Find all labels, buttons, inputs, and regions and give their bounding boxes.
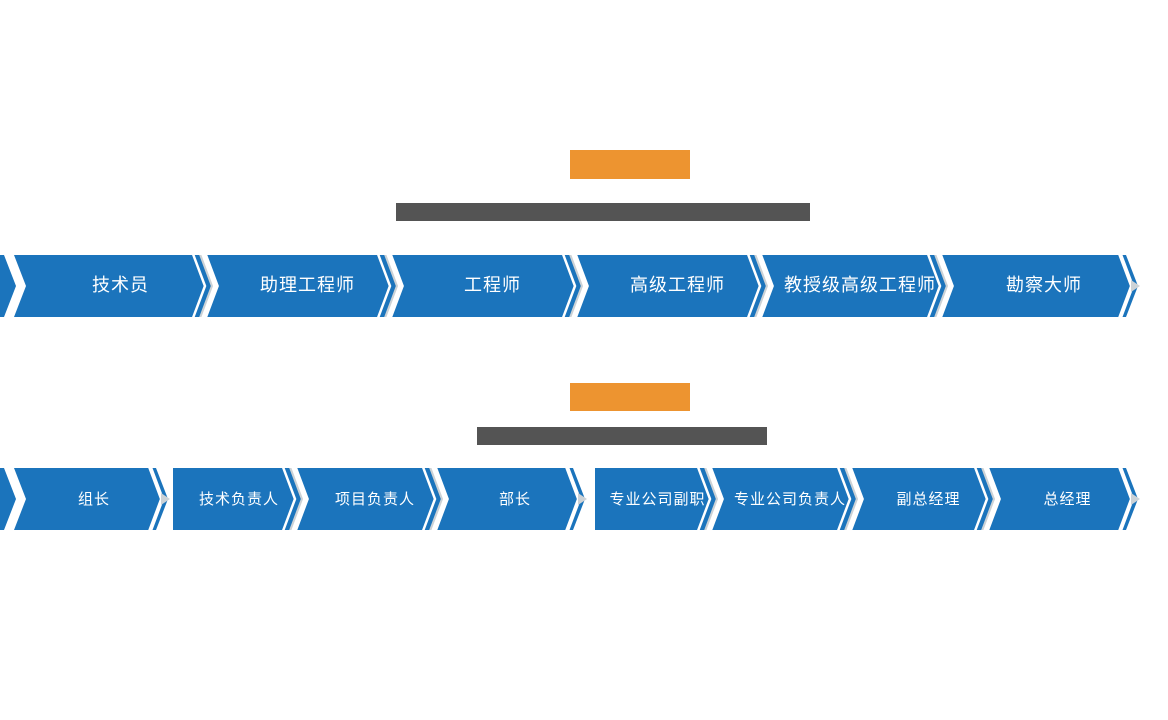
section2-title-box: [570, 383, 690, 411]
career-level-label: 专业公司副职: [609, 490, 706, 508]
chevron-segment-group: [14, 468, 168, 530]
chevron-separator: [562, 255, 589, 317]
career-level-label: 副总经理: [896, 490, 961, 508]
chevron-separator: [974, 468, 1001, 530]
career-level-label: 组长: [77, 490, 110, 508]
section2-chevron-band-svg: [0, 468, 1140, 530]
chevron-separator: [422, 468, 449, 530]
arrow-tip-shadow: [578, 493, 587, 505]
career-level-label: 高级工程师: [630, 275, 725, 296]
chevron-separator: [282, 468, 309, 530]
career-level-label: 技术员: [92, 275, 149, 296]
section1-subtitle-bar: [396, 203, 810, 221]
career-level-label: 项目负责人: [334, 490, 415, 508]
chevron-separator: [927, 255, 954, 317]
career-level-label: 工程师: [464, 275, 521, 296]
section2-chevron-band: 组长 技术负责人 项目负责人 部长 专业公司副职 专业公司负责人 副总经理 总经…: [0, 468, 1168, 530]
arrow-tip-shadow: [161, 493, 170, 505]
career-level-label: 助理工程师: [260, 275, 355, 296]
chevron-separator: [192, 255, 219, 317]
career-level-label: 总经理: [1043, 490, 1092, 508]
band-left-wedge: [0, 255, 16, 317]
chevron-segment-group: [173, 468, 585, 530]
chevron-separator: [377, 255, 404, 317]
career-level-label: 勘察大师: [1006, 275, 1082, 296]
chevron-separator: [697, 468, 724, 530]
career-level-label: 教授级高级工程师: [784, 275, 936, 296]
career-level-label: 专业公司负责人: [733, 490, 846, 508]
career-level-label: 部长: [498, 490, 531, 508]
section2-subtitle-bar: [477, 427, 767, 445]
arrow-tip-shadow: [1131, 280, 1140, 292]
career-level-label: 技术负责人: [198, 490, 279, 508]
arrow-tip-shadow: [1131, 493, 1140, 505]
chevron-separator: [837, 468, 864, 530]
section1-title-box: [570, 150, 690, 179]
section1-chevron-band-svg: [0, 255, 1140, 317]
band-left-wedge: [0, 468, 16, 530]
section1-chevron-band: 技术员 助理工程师 工程师 高级工程师 教授级高级工程师 勘察大师: [0, 255, 1168, 317]
chevron-segment-group: [595, 468, 1138, 530]
chevron-separator: [747, 255, 774, 317]
